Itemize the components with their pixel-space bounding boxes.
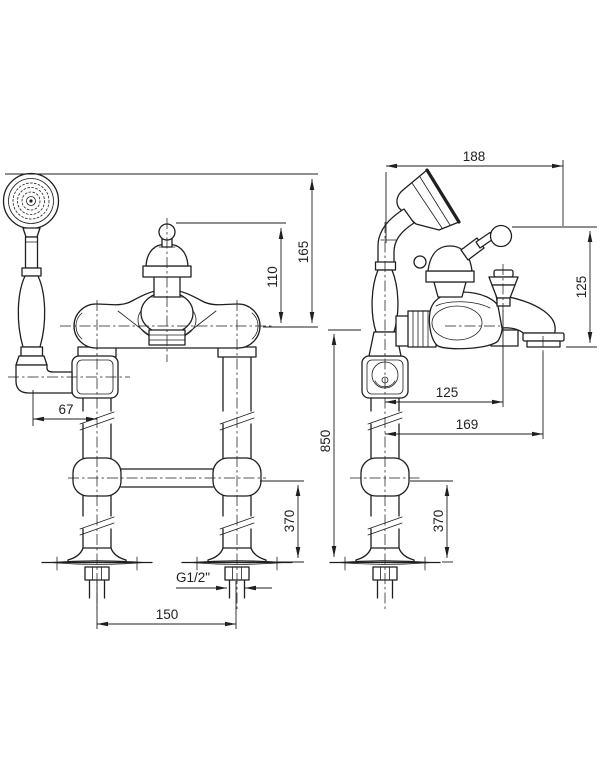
dim-label-188: 188: [463, 149, 486, 164]
dim-shower-height: 165: [5, 173, 318, 328]
dim-label-370-side: 370: [431, 510, 446, 533]
dim-label-g12: G1/2": [176, 570, 210, 585]
dim-inlet-centres: 150: [96, 581, 237, 629]
spout: [495, 294, 565, 348]
diverter-knob: [488, 269, 519, 307]
dim-label-169: 169: [456, 417, 479, 432]
handshower-elbow: [15, 364, 73, 394]
centerlines: [8, 218, 544, 612]
dim-label-125-right: 125: [574, 276, 589, 299]
dim-riser-front: 370: [260, 480, 304, 563]
handshower-head: [2, 172, 60, 230]
mixer-body-side: [395, 224, 565, 350]
dim-spout-reach: 169: [385, 352, 544, 439]
dim-label-150: 150: [156, 607, 179, 622]
crossbar: [120, 468, 214, 488]
shower-face-plate: [425, 168, 461, 224]
front-view: [2, 172, 293, 599]
dome-side-knob: [413, 255, 427, 269]
dim-handle-height: 110: [176, 222, 286, 323]
dim-inlet-thread: G1/2": [176, 570, 272, 591]
lever-handle: [460, 224, 513, 261]
dim-overall-height: 850: [318, 329, 361, 557]
handshower-grip: [17, 275, 46, 348]
side-view: [329, 168, 565, 599]
dim-handshower-offset: 67: [32, 390, 97, 426]
dim-label-110: 110: [265, 266, 280, 288]
dimensions: 188 165 110 125 850 67: [5, 149, 597, 629]
handshower-front: [2, 172, 73, 394]
dim-diverter-reach: 125: [385, 310, 504, 407]
handshower-neck: [377, 208, 415, 264]
dim-label-370-front: 370: [282, 510, 297, 533]
dim-lever-to-spout: 125: [512, 226, 597, 348]
dim-top-width: 188: [385, 149, 564, 243]
dim-label-67: 67: [58, 402, 73, 417]
dim-riser-side: 370: [410, 480, 453, 563]
dim-label-125-mid: 125: [436, 385, 459, 400]
dim-label-850: 850: [318, 430, 333, 453]
dim-label-165: 165: [296, 241, 311, 264]
